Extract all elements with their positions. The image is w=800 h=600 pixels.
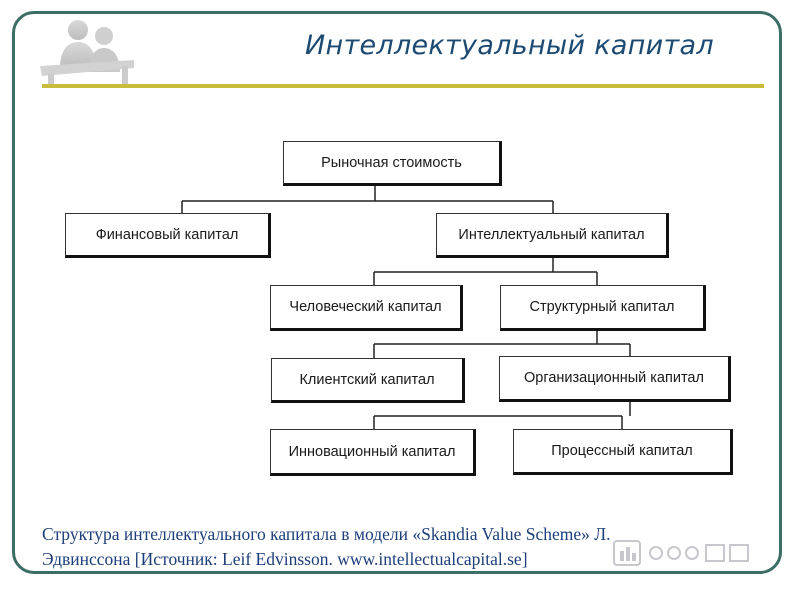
figure-caption: Структура интеллектуального капитала в м…	[42, 522, 772, 572]
caption-line-2: Эдвинссона [Источник: Leif Edvinsson. ww…	[42, 549, 528, 569]
node-process-capital: Процессный капитал	[513, 429, 733, 475]
node-market-value: Рыночная стоимость	[283, 141, 502, 186]
node-innovation-capital: Инновационный капитал	[270, 429, 476, 476]
node-financial-capital: Финансовый капитал	[65, 213, 271, 258]
caption-line-1: Структура интеллектуального капитала в м…	[42, 524, 611, 544]
slide-title: Интеллектуальный капитал	[305, 30, 714, 61]
title-underline	[42, 84, 764, 88]
node-human-capital: Человеческий капитал	[270, 285, 463, 331]
node-structural-capital: Структурный капитал	[500, 285, 706, 331]
people-at-desk-icon	[40, 20, 134, 88]
presentation-watermark-icon	[613, 540, 749, 566]
node-organizational-capital: Организационный капитал	[499, 356, 731, 402]
node-client-capital: Клиентский капитал	[271, 358, 465, 403]
node-intellectual-capital: Интеллектуальный капитал	[436, 213, 669, 258]
